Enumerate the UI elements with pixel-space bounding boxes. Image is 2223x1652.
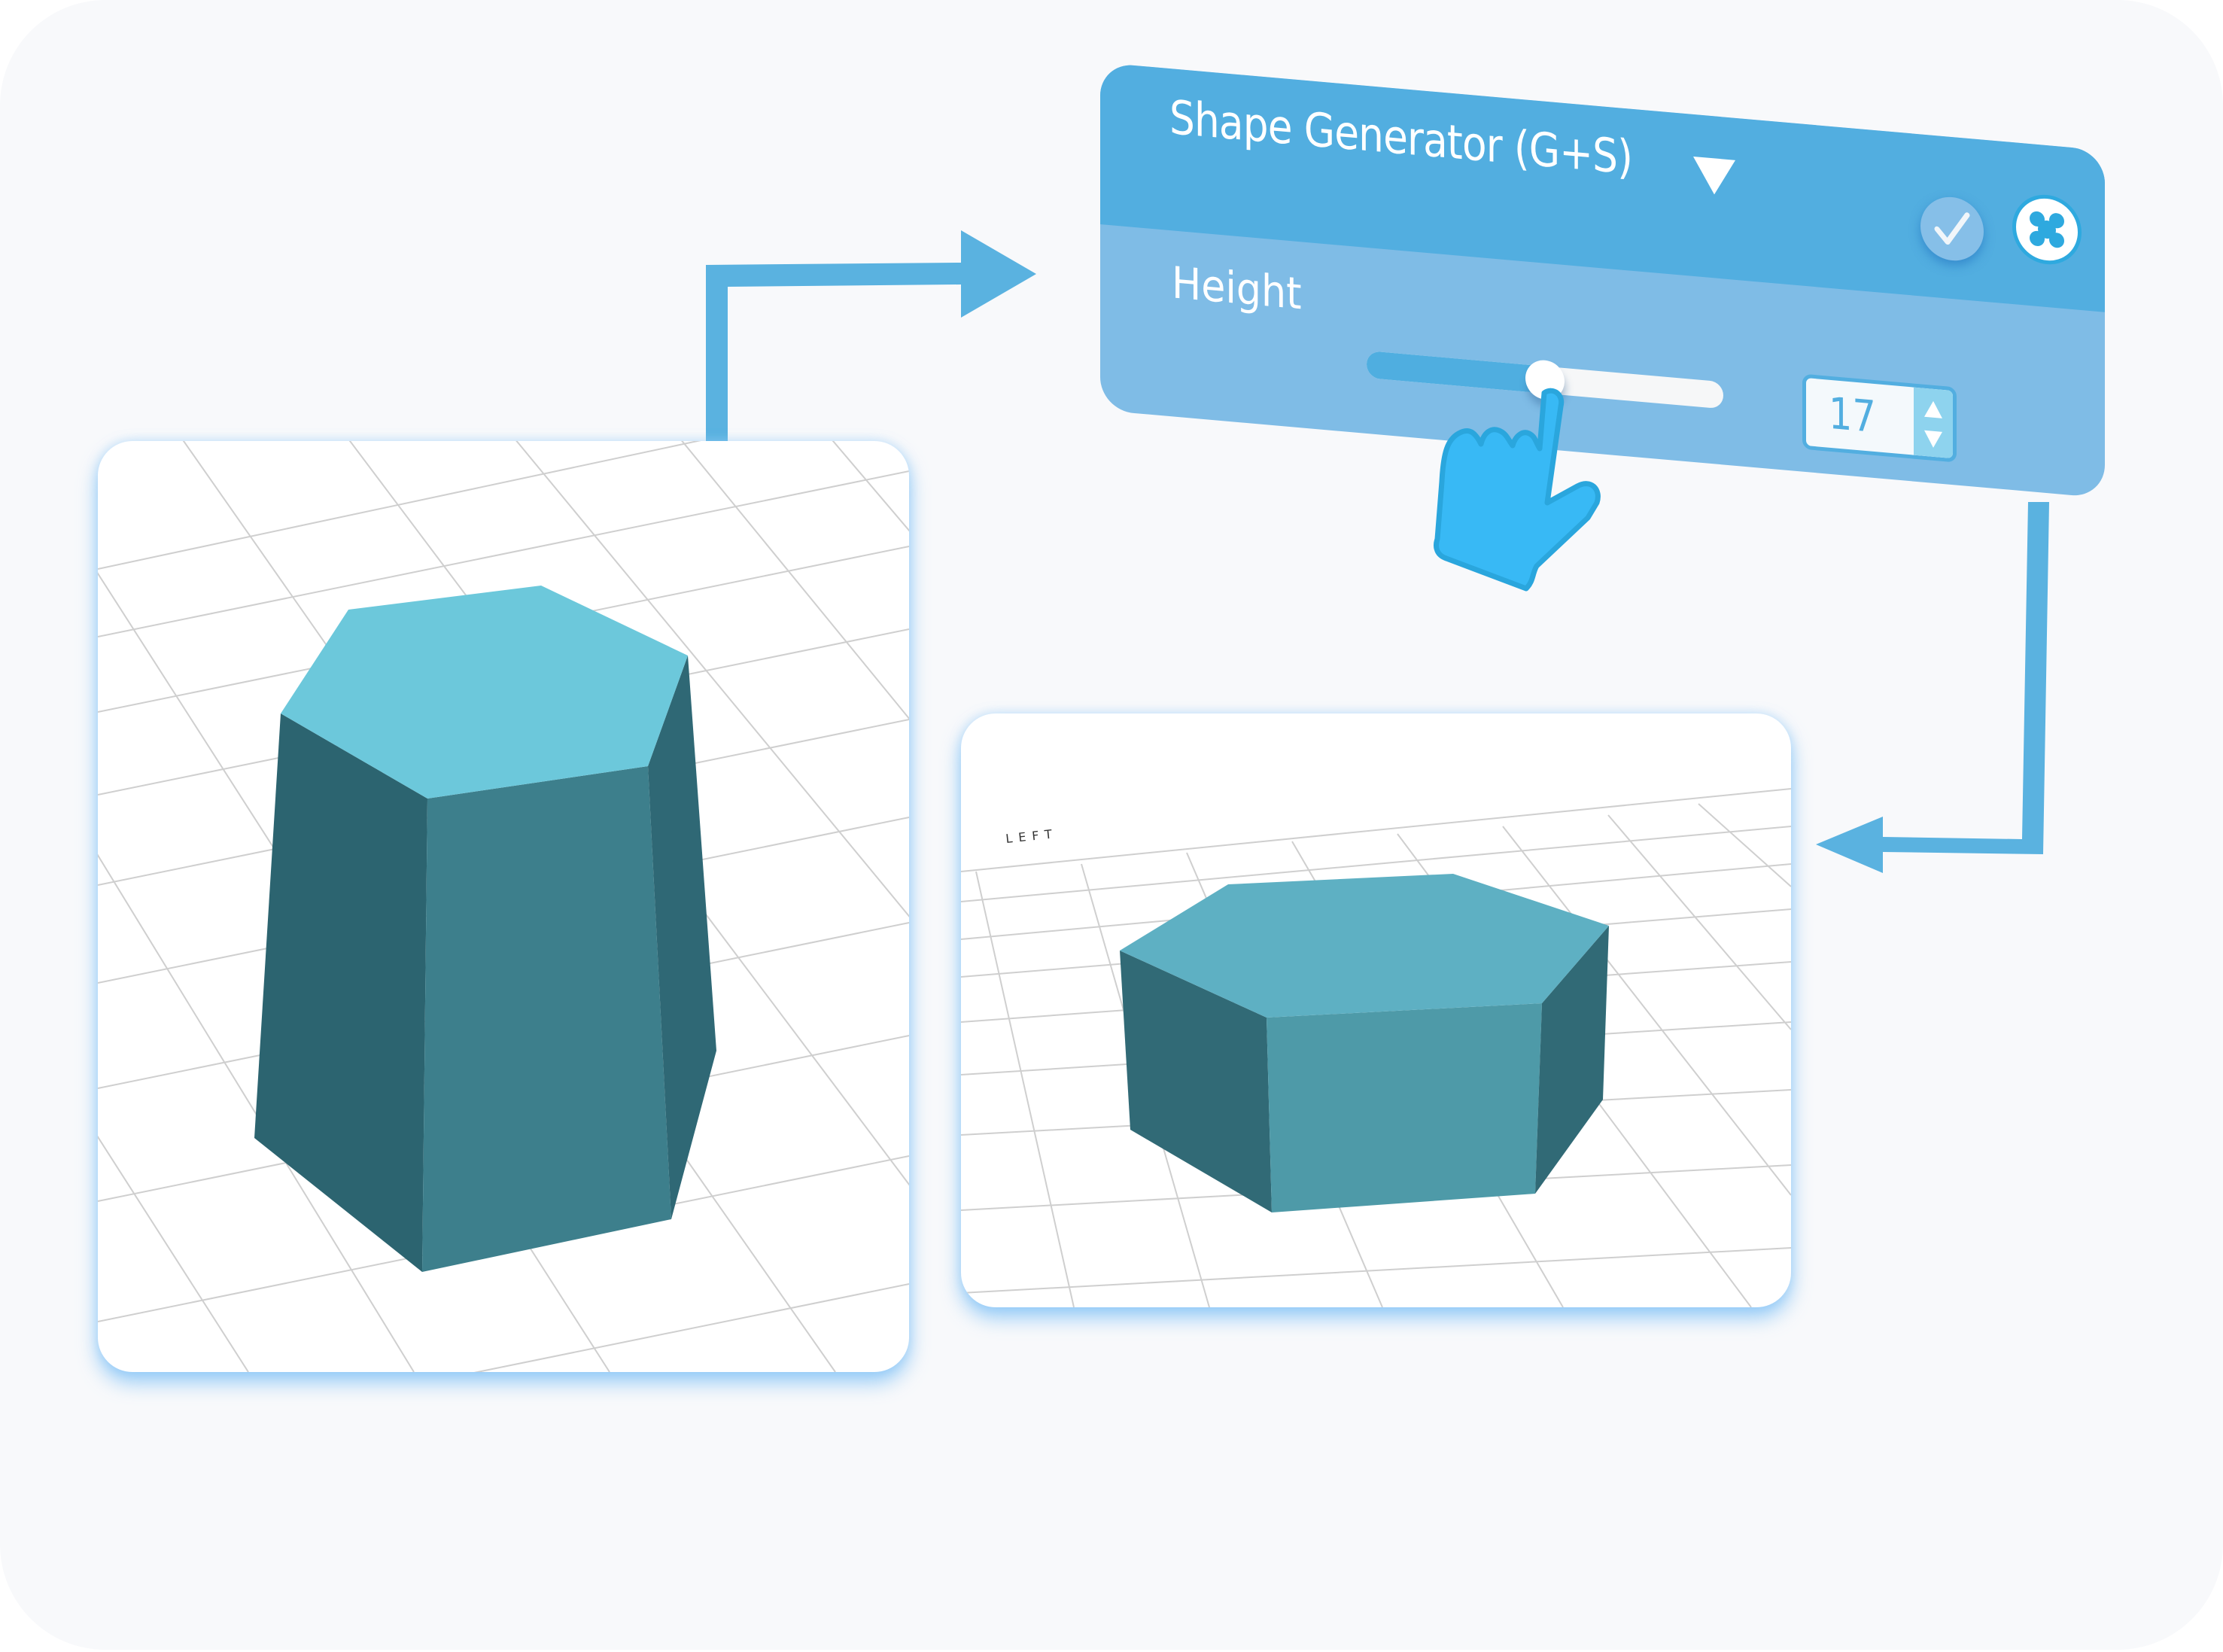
prism-front-face	[1267, 1003, 1542, 1212]
shape-generator-dialog: Shape Generator (G+S) Height	[1100, 62, 2105, 498]
checkmark-icon	[1934, 212, 1970, 245]
height-label: Height	[1172, 257, 1302, 320]
height-value[interactable]: 17	[1829, 387, 1876, 443]
pointing-hand-icon	[1434, 388, 1601, 592]
prism-left-face	[1120, 951, 1272, 1212]
prism-right-face	[1535, 926, 1609, 1194]
dialog-body: Shape Generator (G+S) Height	[1100, 62, 2105, 498]
dialog-header[interactable]: Shape Generator (G+S)	[1100, 62, 2105, 312]
tall-hexagonal-prism-viewport	[98, 441, 909, 1372]
prism-right-face	[648, 656, 716, 1219]
triangle-down-icon[interactable]	[1924, 430, 1942, 449]
triangle-up-icon[interactable]	[1924, 400, 1942, 418]
prism-front-face	[422, 766, 671, 1272]
prism-left-face	[254, 713, 427, 1272]
caret-down-icon[interactable]	[1693, 156, 1735, 196]
after-view-panel[interactable]: LEFT	[961, 713, 1791, 1307]
height-stepper	[1914, 387, 1953, 459]
height-number-input[interactable]: 17	[1802, 373, 1957, 463]
short-hexagonal-prism-viewport: LEFT	[961, 788, 1791, 1307]
prism-top-face	[1120, 874, 1609, 1018]
before-view-panel[interactable]	[98, 441, 909, 1372]
confirm-button[interactable]	[1920, 194, 1984, 263]
prism-top-face	[281, 586, 688, 799]
dialog-title: Shape Generator (G+S)	[1169, 90, 1633, 185]
close-button[interactable]	[2012, 192, 2082, 268]
view-cube-label: LEFT	[1005, 826, 1058, 846]
close-x-icon	[2030, 211, 2064, 248]
